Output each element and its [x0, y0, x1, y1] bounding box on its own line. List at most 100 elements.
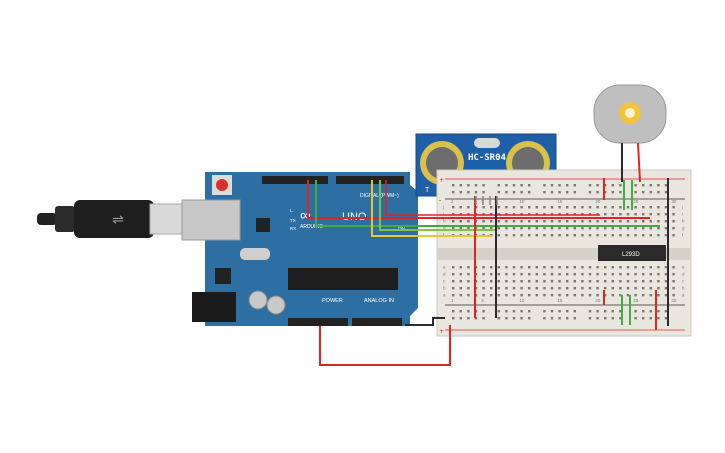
breadboard-hole[interactable]	[566, 294, 569, 297]
breadboard-hole[interactable]	[573, 191, 576, 194]
breadboard-hole[interactable]	[672, 287, 675, 290]
breadboard-hole[interactable]	[520, 294, 523, 297]
breadboard-hole[interactable]	[528, 287, 531, 290]
breadboard-hole[interactable]	[573, 227, 576, 230]
breadboard-hole[interactable]	[520, 220, 523, 223]
breadboard-hole[interactable]	[664, 220, 668, 223]
breadboard-hole[interactable]	[657, 234, 660, 237]
breadboard-hole[interactable]	[520, 227, 523, 230]
breadboard-hole[interactable]	[550, 266, 554, 269]
breadboard-hole[interactable]	[467, 184, 470, 187]
breadboard-hole[interactable]	[634, 191, 637, 194]
breadboard-hole[interactable]	[535, 220, 538, 223]
breadboard-hole[interactable]	[581, 287, 584, 290]
breadboard-hole[interactable]	[649, 310, 652, 313]
breadboard-hole[interactable]	[657, 317, 660, 320]
breadboard-hole[interactable]	[520, 266, 523, 269]
breadboard-hole[interactable]	[596, 317, 599, 320]
breadboard-hole[interactable]	[649, 266, 652, 269]
breadboard-hole[interactable]	[573, 280, 576, 283]
breadboard-hole[interactable]	[588, 206, 592, 209]
breadboard-hole[interactable]	[497, 280, 500, 283]
breadboard-hole[interactable]	[604, 206, 607, 209]
breadboard-hole[interactable]	[505, 287, 508, 290]
breadboard-hole[interactable]	[528, 310, 531, 313]
breadboard-hole[interactable]	[588, 294, 592, 297]
breadboard-hole[interactable]	[535, 280, 538, 283]
breadboard-hole[interactable]	[619, 227, 622, 230]
breadboard-hole[interactable]	[672, 206, 675, 209]
breadboard-hole[interactable]	[642, 220, 645, 223]
breadboard-hole[interactable]	[467, 294, 470, 297]
breadboard-hole[interactable]	[528, 266, 531, 269]
breadboard-hole[interactable]	[596, 184, 599, 187]
breadboard-hole[interactable]	[528, 317, 531, 320]
breadboard-hole[interactable]	[642, 287, 645, 290]
breadboard-hole[interactable]	[452, 184, 455, 187]
breadboard-hole[interactable]	[626, 234, 630, 237]
breadboard-hole[interactable]	[505, 266, 508, 269]
breadboard-hole[interactable]	[626, 227, 630, 230]
breadboard-hole[interactable]	[573, 294, 576, 297]
breadboard-hole[interactable]	[634, 310, 637, 313]
breadboard-hole[interactable]	[550, 191, 554, 194]
breadboard-hole[interactable]	[596, 266, 599, 269]
breadboard-hole[interactable]	[512, 191, 516, 194]
breadboard-hole[interactable]	[604, 227, 607, 230]
breadboard-hole[interactable]	[550, 280, 554, 283]
breadboard-hole[interactable]	[452, 273, 455, 276]
breadboard-hole[interactable]	[642, 184, 645, 187]
breadboard-hole[interactable]	[550, 206, 554, 209]
breadboard-hole[interactable]	[497, 294, 500, 297]
breadboard-hole[interactable]	[520, 310, 523, 313]
breadboard-hole[interactable]	[604, 294, 607, 297]
breadboard-hole[interactable]	[505, 310, 508, 313]
breadboard-hole[interactable]	[634, 294, 637, 297]
breadboard-hole[interactable]	[672, 213, 675, 216]
breadboard-hole[interactable]	[505, 227, 508, 230]
breadboard-hole[interactable]	[558, 280, 561, 283]
breadboard-hole[interactable]	[467, 317, 470, 320]
breadboard-hole[interactable]	[626, 294, 630, 297]
breadboard-hole[interactable]	[505, 184, 508, 187]
breadboard-hole[interactable]	[596, 220, 599, 223]
breadboard-hole[interactable]	[649, 294, 652, 297]
breadboard-hole[interactable]	[611, 287, 614, 290]
breadboard-hole[interactable]	[588, 220, 592, 223]
breadboard-hole[interactable]	[611, 213, 614, 216]
breadboard-hole[interactable]	[566, 287, 569, 290]
breadboard-hole[interactable]	[626, 206, 630, 209]
breadboard-hole[interactable]	[512, 280, 516, 283]
arduino-board[interactable]: DIGITAL (PWM~) POWER ANALOG IN ∞ UNO ARD…	[181, 172, 418, 326]
breadboard-hole[interactable]	[619, 310, 622, 313]
breadboard-hole[interactable]	[611, 234, 614, 237]
breadboard-hole[interactable]	[649, 317, 652, 320]
breadboard-hole[interactable]	[657, 227, 660, 230]
breadboard-hole[interactable]	[642, 227, 645, 230]
breadboard-hole[interactable]	[634, 227, 637, 230]
breadboard-hole[interactable]	[550, 310, 554, 313]
breadboard-hole[interactable]	[520, 191, 523, 194]
breadboard-hole[interactable]	[664, 227, 668, 230]
breadboard-hole[interactable]	[649, 273, 652, 276]
breadboard-hole[interactable]	[520, 317, 523, 320]
breadboard-hole[interactable]	[604, 234, 607, 237]
breadboard-hole[interactable]	[649, 213, 652, 216]
breadboard-hole[interactable]	[642, 294, 645, 297]
breadboard-hole[interactable]	[520, 206, 523, 209]
breadboard-hole[interactable]	[573, 266, 576, 269]
breadboard-hole[interactable]	[459, 191, 462, 194]
breadboard-hole[interactable]	[573, 206, 576, 209]
breadboard-hole[interactable]	[459, 184, 462, 187]
breadboard-hole[interactable]	[672, 294, 675, 297]
breadboard-hole[interactable]	[452, 266, 455, 269]
breadboard-hole[interactable]	[581, 220, 584, 223]
breadboard-hole[interactable]	[482, 310, 485, 313]
breadboard-hole[interactable]	[619, 184, 622, 187]
breadboard-hole[interactable]	[505, 273, 508, 276]
breadboard-hole[interactable]	[550, 273, 554, 276]
breadboard-hole[interactable]	[543, 227, 546, 230]
breadboard-hole[interactable]	[664, 191, 668, 194]
breadboard-hole[interactable]	[634, 234, 637, 237]
breadboard-hole[interactable]	[642, 234, 645, 237]
